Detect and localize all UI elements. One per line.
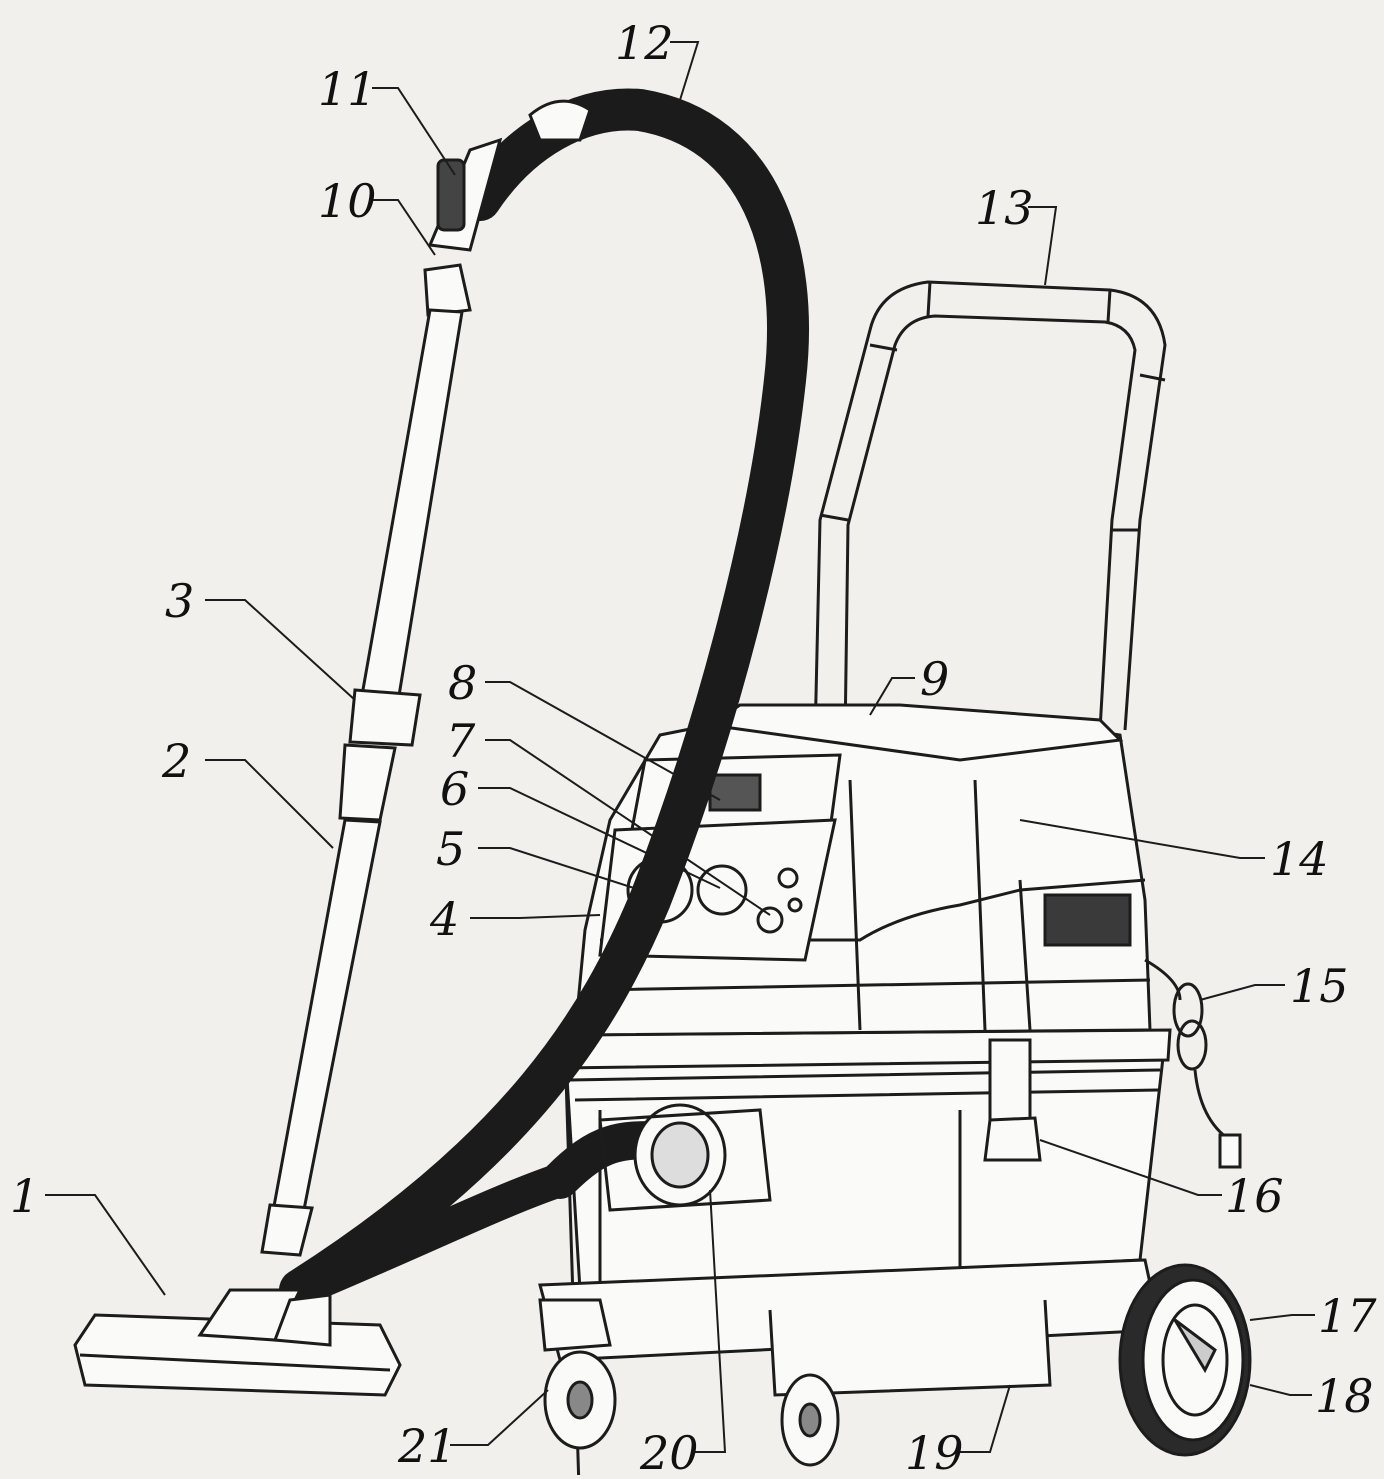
callout-4: 4 (429, 892, 459, 946)
trolley-handle (813, 280, 1167, 741)
callout-11: 11 (318, 62, 377, 116)
extension-tube (260, 308, 464, 1257)
function-switch (696, 864, 748, 916)
callout-8: 8 (448, 656, 477, 710)
floor-nozzle (73, 1288, 402, 1397)
rear-wheel (1118, 1263, 1252, 1457)
hose-handle (423, 99, 592, 317)
callout-15: 15 (1290, 959, 1349, 1013)
callout-19: 19 (905, 1426, 964, 1475)
callout-20: 20 (639, 1426, 699, 1475)
castor-wheels (538, 1298, 840, 1467)
callout-labels: 1 2 3 4 5 6 7 8 9 10 11 12 13 14 15 16 1… (10, 16, 1377, 1479)
callout-5: 5 (436, 822, 465, 876)
callout-1: 1 (10, 1169, 39, 1223)
callout-21: 21 (397, 1419, 457, 1473)
callout-7: 7 (446, 714, 476, 768)
hose-inlet-connector (598, 1103, 772, 1212)
callout-14: 14 (1270, 832, 1329, 886)
callout-17: 17 (1318, 1289, 1377, 1343)
air-flow-control-icon (436, 158, 466, 232)
callout-13: 13 (975, 181, 1034, 235)
callout-3: 3 (165, 574, 194, 628)
callout-10: 10 (318, 174, 377, 228)
callout-12: 12 (615, 16, 674, 70)
callout-9: 9 (920, 652, 949, 706)
leader-lines (45, 41, 1315, 1453)
callout-18: 18 (1315, 1369, 1374, 1423)
callout-6: 6 (440, 762, 469, 816)
callout-16: 16 (1225, 1169, 1284, 1223)
suction-knob (756, 906, 784, 934)
callout-2: 2 (161, 734, 191, 788)
power-cable (1144, 958, 1242, 1169)
